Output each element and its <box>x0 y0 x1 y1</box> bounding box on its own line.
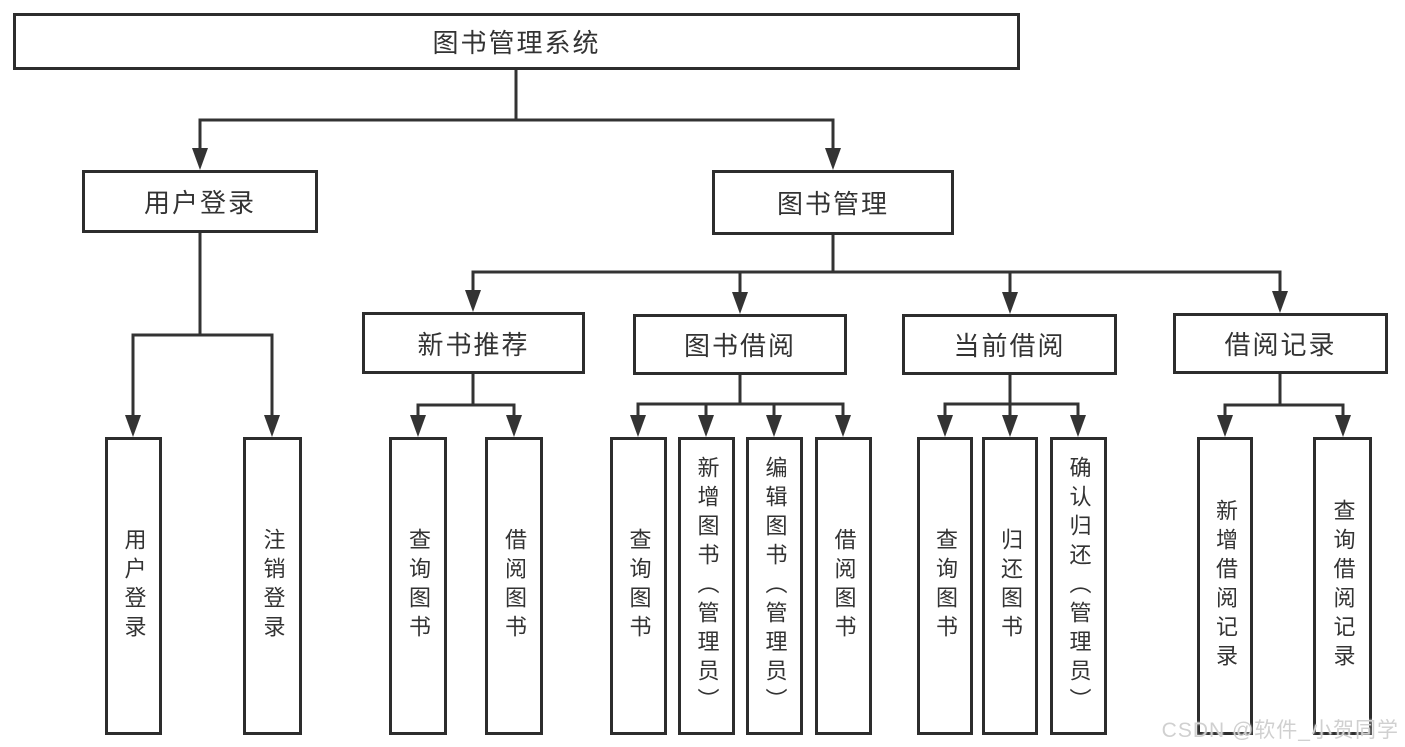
node-user-login-leaf: 用户登录 <box>105 437 162 735</box>
node-logout-leaf: 注销登录 <box>243 437 302 735</box>
node-new-book-recommend: 新书推荐 <box>362 312 585 374</box>
node-query-books-current: 查询图书 <box>917 437 973 735</box>
node-label: 用户登录 <box>121 528 147 644</box>
node-user-login-module: 用户登录 <box>82 170 318 233</box>
node-label: 注销登录 <box>260 528 286 644</box>
node-confirm-return-admin: 确认归还（管理员） <box>1050 437 1107 735</box>
node-label: 查询借阅记录 <box>1330 499 1356 673</box>
node-label: 借阅记录 <box>1224 330 1337 360</box>
node-label: 图书管理 <box>776 189 889 219</box>
node-edit-book-admin: 编辑图书（管理员） <box>746 437 803 735</box>
node-label: 新增借阅记录 <box>1213 499 1238 673</box>
node-label: 借阅图书 <box>831 528 857 644</box>
arrowheads <box>125 148 1351 437</box>
node-label: 图书管理系统 <box>432 28 601 58</box>
csdn-watermark: CSDN @软件_小贺同学 <box>1161 719 1399 742</box>
node-label: 借阅图书 <box>502 528 527 644</box>
node-query-books-borrowing: 查询图书 <box>610 437 667 735</box>
node-add-borrow-record: 新增借阅记录 <box>1197 437 1253 735</box>
node-label: 新增图书（管理员） <box>694 455 720 717</box>
node-label: 图书借阅 <box>683 331 796 361</box>
node-add-book-admin: 新增图书（管理员） <box>678 437 735 735</box>
node-label: 用户登录 <box>143 188 256 218</box>
node-return-book: 归还图书 <box>982 437 1038 735</box>
node-library-system: 图书管理系统 <box>13 13 1020 70</box>
node-label: 确认归还（管理员） <box>1066 455 1092 717</box>
node-book-borrowing: 图书借阅 <box>633 314 847 375</box>
node-label: 查询图书 <box>626 528 652 644</box>
node-label: 查询图书 <box>933 528 958 644</box>
node-borrowing-records: 借阅记录 <box>1173 313 1388 374</box>
node-borrow-books-recommend: 借阅图书 <box>485 437 543 735</box>
node-label: 编辑图书（管理员） <box>762 455 788 717</box>
node-query-books-recommend: 查询图书 <box>389 437 447 735</box>
node-borrow-books-leaf: 借阅图书 <box>815 437 872 735</box>
node-label: 新书推荐 <box>417 329 530 360</box>
node-label: 当前借阅 <box>953 331 1066 361</box>
node-query-borrow-record: 查询借阅记录 <box>1313 437 1372 735</box>
node-label: 归还图书 <box>998 528 1023 644</box>
node-book-management: 图书管理 <box>712 170 954 235</box>
node-label: 查询图书 <box>406 528 431 644</box>
node-current-borrowing: 当前借阅 <box>902 314 1117 375</box>
